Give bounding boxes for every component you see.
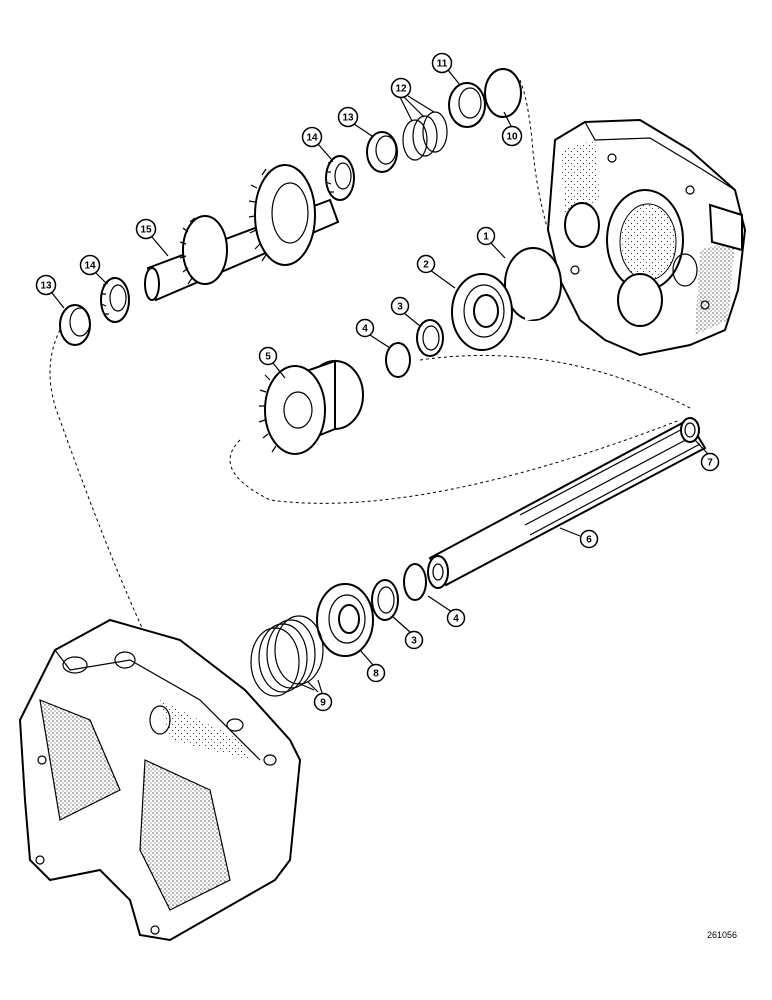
callout-13-left: 13: [35, 274, 57, 296]
cluster-gear-small: [179, 215, 228, 285]
shim-stack: [250, 615, 324, 697]
spacer-lower: [371, 579, 399, 621]
lower-housing: [18, 618, 302, 942]
callout-5: 5: [258, 346, 278, 366]
svg-text:5: 5: [265, 352, 271, 363]
callout-7: 7: [700, 452, 720, 472]
callout-14-right: 14: [301, 126, 323, 148]
callout-3-lower: 3: [404, 630, 424, 650]
cluster-gear-shaft: [144, 164, 340, 302]
spacer-upper: [416, 319, 444, 357]
svg-text:13: 13: [342, 113, 354, 124]
svg-text:14: 14: [84, 261, 96, 272]
ball-bearing-lower: [316, 583, 374, 657]
bearing-race-right: [366, 131, 398, 173]
roller-bearing-left: [100, 277, 130, 323]
bearing-race-left: [59, 304, 91, 346]
ball-bearing-upper: [451, 273, 513, 351]
svg-text:9: 9: [320, 698, 326, 709]
callout-12: 12: [390, 77, 412, 99]
pilot-bearing: [680, 417, 700, 443]
callout-1: 1: [476, 226, 496, 246]
callout-2: 2: [416, 254, 436, 274]
callout-10: 10: [501, 125, 523, 147]
sliding-gear: [258, 359, 364, 455]
svg-text:2: 2: [423, 260, 429, 271]
svg-text:3: 3: [397, 302, 403, 313]
retaining-ring-lower: [403, 563, 427, 601]
main-shaft: [427, 418, 707, 589]
svg-text:11: 11: [437, 59, 448, 70]
snap-ring-upper: [484, 68, 522, 118]
svg-text:6: 6: [586, 535, 592, 546]
snap-ring-large: [504, 247, 562, 321]
callout-15: 15: [135, 218, 157, 240]
cluster-gear-large: [248, 164, 316, 266]
upper-housing: [546, 118, 747, 357]
leader-lines: [51, 69, 709, 694]
bearing-cup: [448, 82, 486, 128]
svg-text:15: 15: [140, 225, 152, 236]
callout-3-upper: 3: [390, 296, 410, 316]
svg-text:12: 12: [395, 84, 407, 95]
callout-11: 11: [431, 52, 453, 74]
svg-text:8: 8: [373, 669, 379, 680]
svg-text:10: 10: [506, 132, 518, 143]
reference-number: 261056: [707, 930, 737, 940]
callout-4-upper: 4: [355, 318, 375, 338]
roller-bearing-right: [325, 155, 355, 201]
svg-text:7: 7: [707, 458, 713, 469]
shims: [402, 111, 448, 161]
svg-text:3: 3: [411, 636, 417, 647]
callout-8: 8: [366, 663, 386, 683]
callout-9: 9: [313, 692, 333, 712]
callout-6: 6: [579, 529, 599, 549]
svg-text:1: 1: [483, 232, 489, 243]
svg-text:4: 4: [453, 614, 459, 625]
callout-13-right: 13: [337, 106, 359, 128]
callout-4-lower: 4: [446, 608, 466, 628]
retaining-ring-upper: [385, 342, 411, 378]
callout-14-left: 14: [79, 254, 101, 276]
svg-text:14: 14: [306, 133, 318, 144]
svg-text:4: 4: [362, 324, 368, 335]
svg-text:13: 13: [40, 281, 52, 292]
